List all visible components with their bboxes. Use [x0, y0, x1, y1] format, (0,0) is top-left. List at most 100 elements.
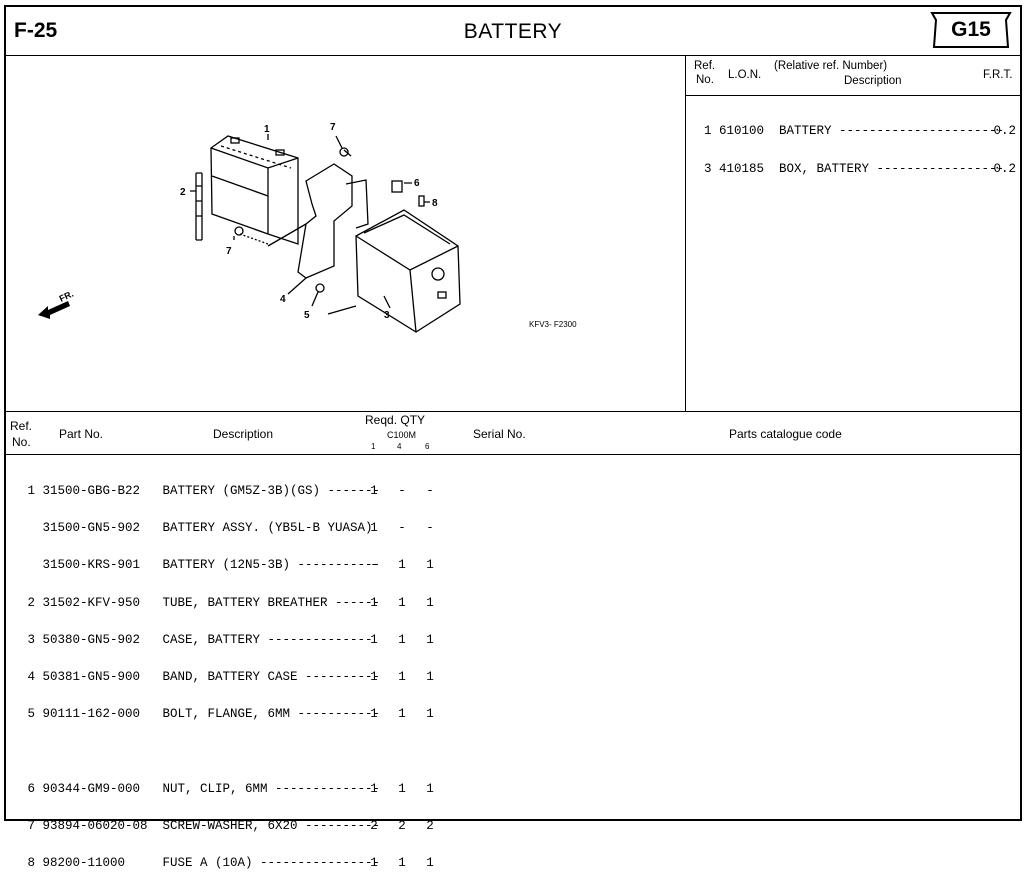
col-model-1: 1: [371, 442, 376, 451]
qty-cell: 1: [398, 707, 406, 722]
exploded-diagram: 1 2 3 4 5 6 7 7 8 FR. KFV3- F2300: [6, 56, 686, 411]
page-title: BATTERY: [463, 20, 563, 43]
lon-frt: 0.2: [993, 161, 1016, 176]
qty-cell: 1: [398, 669, 406, 684]
qty-cell: 1: [370, 632, 378, 647]
qty-cell: 1: [370, 521, 378, 536]
battery-case-drawing: [355, 209, 461, 333]
table-row: 31500-GN5-902 BATTERY ASSY. (YB5L-B YUAS…: [20, 521, 373, 536]
qty-cell: -: [426, 484, 434, 498]
col-model-6: 6: [425, 442, 430, 451]
qty-cell: 1: [398, 632, 406, 647]
col-model-4: 4: [397, 442, 402, 451]
qty-cell: 1: [370, 707, 378, 722]
figure-number: F-25: [14, 19, 58, 42]
qty-cell: 1: [398, 558, 406, 573]
lon-col-frt: F.R.T.: [983, 69, 1013, 81]
qty-cell: 1: [426, 595, 434, 610]
qty-cell: 1: [370, 669, 378, 684]
table-row: 7 93894-06020-08 SCREW-WASHER, 6X20 ----…: [20, 818, 381, 833]
col-reqd-qty: Reqd. QTY: [365, 413, 426, 427]
lon-col-relative: (Relative ref. Number): [774, 60, 888, 72]
qty-cell: 1: [426, 781, 434, 796]
table-row: [20, 745, 380, 757]
qty-cell: 1: [426, 558, 434, 573]
table-row: 3 50380-GN5-902 CASE, BATTERY ----------…: [20, 632, 373, 647]
qty-cell: 1: [398, 595, 406, 610]
callout-7b: 7: [226, 246, 232, 257]
qty-cell: 1: [426, 707, 434, 722]
callout-2: 2: [180, 187, 186, 198]
qty-cell: 1: [426, 632, 434, 647]
lon-frt: 0.2: [993, 124, 1016, 138]
col-description: Description: [213, 427, 274, 441]
table-row: 5 90111-162-000 BOLT, FLANGE, 6MM ------…: [20, 707, 381, 722]
col-serial: Serial No.: [473, 427, 526, 441]
lon-row: 3 410185 BOX, BATTERY -----------------: [704, 161, 1005, 176]
lon-frt-values: 0.2 0.2: [971, 100, 1016, 200]
qty-cell: -: [426, 521, 434, 536]
qty-cell: 1: [370, 781, 378, 796]
callout-1: 1: [264, 124, 270, 135]
breather-tube-drawing: [195, 172, 203, 241]
callout-5: 5: [304, 310, 310, 321]
col-part-no: Part No.: [59, 427, 104, 441]
parts-table-header: Ref. No. Part No. Description Reqd. QTY …: [6, 412, 1020, 455]
table-row: 31500-KRS-901 BATTERY (12N5-3B) --------…: [20, 558, 381, 573]
group-code-label: G15: [951, 18, 991, 41]
group-badge-frame-icon: [930, 12, 1012, 48]
section-divider: [6, 411, 1020, 412]
qty-cell: 2: [398, 818, 406, 833]
col-no: No.: [12, 435, 31, 449]
qty-cell: 2: [370, 818, 378, 833]
callout-8: 8: [432, 198, 438, 209]
catalogue-page: F-25 BATTERY G15: [4, 5, 1022, 869]
qty-col-6: - - 1 1 1 1 1 1 2 1: [423, 460, 437, 894]
parts-list: 1 31500-GBG-B22 BATTERY (GM5Z-3B)(GS) --…: [20, 460, 381, 894]
qty-col-4: - - 1 1 1 1 1 1 2 1: [395, 460, 409, 894]
lon-row: 1 610100 BATTERY ----------------------: [704, 124, 1005, 138]
lon-col-lon: L.O.N.: [728, 69, 762, 81]
qty-cell: -: [398, 484, 406, 498]
qty-cell: 1: [370, 484, 378, 498]
qty-cell: -: [370, 558, 378, 573]
qty-cell: 1: [370, 855, 378, 870]
callout-3: 3: [384, 310, 390, 321]
labor-operation-list: 1 610100 BATTERY ---------------------- …: [704, 100, 1004, 200]
qty-cell: 1: [398, 855, 406, 870]
battery-exploded-view: 1 2 3 4 5 6 7 7 8 FR. KFV3- F2300: [38, 122, 577, 333]
callout-6: 6: [414, 178, 420, 189]
table-row: 6 90344-GM9-000 NUT, CLIP, 6MM ---------…: [20, 781, 381, 796]
drawing-code: KFV3- F2300: [529, 320, 577, 329]
lon-col-description: Description: [844, 75, 902, 87]
front-arrow-icon: FR.: [38, 289, 75, 319]
callout-7a: 7: [330, 122, 336, 133]
battery-drawing: [210, 135, 299, 245]
qty-cell: 1: [398, 781, 406, 796]
labor-operation-header: Ref. No. L.O.N. (Relative ref. Number) D…: [686, 56, 1020, 96]
labor-operation-panel: Ref. No. L.O.N. (Relative ref. Number) D…: [686, 56, 1020, 411]
qty-cell: [367, 745, 381, 757]
qty-cell: 1: [370, 595, 378, 610]
callout-4: 4: [280, 294, 286, 305]
page-header: F-25 BATTERY G15: [6, 7, 1020, 56]
qty-cell: 2: [426, 818, 434, 833]
band-drawing: [297, 163, 353, 279]
lon-col-ref: Ref.: [694, 60, 716, 72]
qty-cell: -: [398, 521, 406, 536]
table-row: 1 31500-GBG-B22 BATTERY (GM5Z-3B)(GS) --…: [20, 484, 381, 498]
table-row: 4 50381-GN5-900 BAND, BATTERY CASE -----…: [20, 669, 381, 684]
col-catalogue: Parts catalogue code: [729, 427, 842, 441]
qty-cell: 1: [426, 855, 434, 870]
lon-col-no: No.: [696, 74, 714, 86]
table-row: 8 98200-11000 FUSE A (10A) -------------…: [20, 855, 381, 870]
col-ref: Ref.: [10, 419, 33, 433]
qty-cell: [423, 745, 437, 757]
group-code-badge: G15: [928, 10, 1014, 50]
qty-col-1: 1 1 - 1 1 1 1 1 2 1: [367, 460, 381, 894]
table-row: 2 31502-KFV-950 TUBE, BATTERY BREATHER -…: [20, 595, 381, 610]
front-marker-label: FR.: [58, 289, 75, 304]
qty-cell: [395, 745, 409, 757]
qty-cell: 1: [426, 669, 434, 684]
col-model: C100M: [387, 430, 417, 440]
